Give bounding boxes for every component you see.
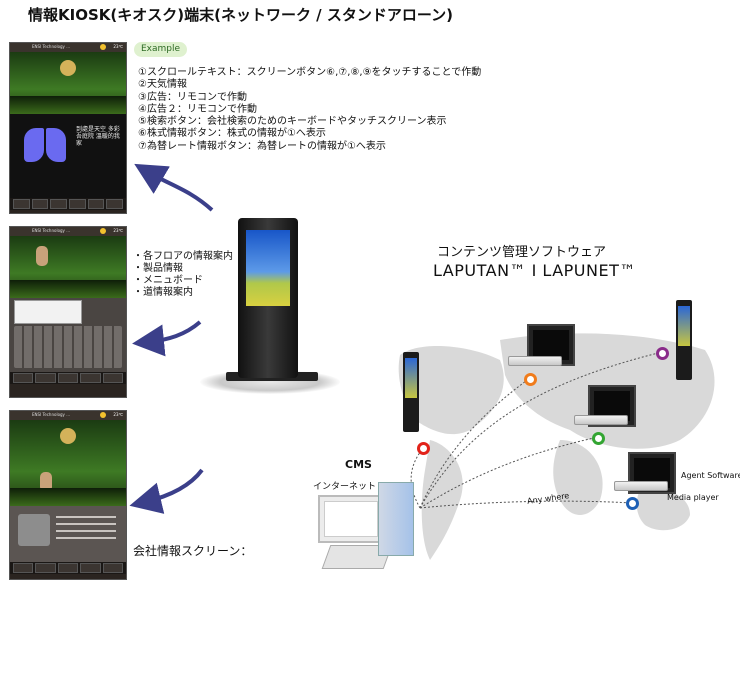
node-ring-icon [524, 373, 537, 386]
ad-banner [10, 52, 126, 114]
screen-button[interactable] [31, 199, 49, 209]
kiosk-screen-company: ENSI Technology ... 23℃ [9, 410, 127, 580]
cms-screen [324, 501, 378, 537]
media-player-label: Media player [667, 493, 719, 502]
company-info-panel [10, 506, 126, 562]
temperature: 23℃ [113, 412, 123, 417]
media-player-icon [614, 481, 668, 491]
arrow-icon [132, 320, 202, 357]
cms-heading: コンテンツ管理ソフトウェア [437, 245, 607, 260]
pc-tower-icon [378, 482, 414, 556]
weather-icon [100, 228, 106, 234]
logo-emblem [60, 60, 76, 76]
kiosk-screen-keyboard: ENSI Technology ... 23℃ [9, 226, 127, 398]
screen-buttons [10, 562, 126, 574]
ad-text: 到處是天空 多彩吾庭院 溫暖的我家 [76, 126, 120, 147]
screen-topbar: ENSI Technology ... 23℃ [10, 411, 126, 420]
screen-buttons [10, 198, 126, 210]
screen-topbar: ENSI Technology ... 23℃ [10, 43, 126, 52]
screen-button[interactable] [102, 563, 124, 573]
arrow-icon [129, 468, 204, 514]
feature-item: ・各フロアの情報案内 [133, 251, 233, 262]
weather-icon [100, 44, 106, 50]
city-skyline [10, 488, 126, 506]
internet-label: インターネット [313, 482, 377, 492]
temperature: 23℃ [113, 44, 123, 49]
page-title: 情報KIOSK(キオスク)端末(ネットワーク / スタンドアローン) [28, 6, 453, 24]
world-map [398, 333, 715, 560]
screen-button[interactable] [57, 373, 79, 383]
example-item: ④広告２：リモコンで作動 [138, 103, 257, 115]
example-item: ①スクロールテキスト：スクリーンボタン⑥,⑦,⑧,⑨をタッチすることで作動 [138, 67, 482, 78]
node-ring-icon [626, 497, 639, 510]
feature-list: ・各フロアの情報案内 ・製品情報 ・メニュボード ・道情報案内 [133, 251, 233, 299]
screen-button[interactable] [13, 199, 30, 209]
logo-emblem [60, 428, 76, 444]
ad-panel: 到處是天空 多彩吾庭院 溫暖的我家 [10, 114, 126, 198]
screen-buttons [10, 372, 126, 384]
search-keyboard [10, 298, 126, 372]
network-links [410, 351, 663, 509]
scroll-text: ENSI Technology ... [32, 412, 71, 417]
screen-button[interactable] [13, 563, 34, 573]
node-ring-icon [656, 347, 669, 360]
screen-topbar: ENSI Technology ... 23℃ [10, 227, 126, 236]
scroll-text: ENSI Technology ... [32, 228, 71, 233]
person-icon [40, 472, 52, 492]
network-kiosk-icon [403, 352, 419, 432]
ad-banner [10, 420, 126, 506]
screen-button[interactable] [35, 373, 56, 383]
city-skyline [10, 280, 126, 298]
agent-software-label: Agent Software [681, 471, 740, 480]
kiosk-stand [238, 218, 298, 378]
kiosk-display [246, 230, 290, 306]
ad-banner [10, 236, 126, 298]
cms-label: CMS [345, 458, 372, 471]
arrow-icon [134, 163, 214, 212]
screen-button[interactable] [80, 563, 101, 573]
screen-button[interactable] [102, 373, 124, 383]
media-player-icon [574, 415, 628, 425]
screen-button[interactable] [106, 199, 124, 209]
node-ring-icon [592, 432, 605, 445]
weather-icon [100, 412, 106, 418]
example-item: ⑦為替レート情報ボタン：為替レートの情報が①へ表示 [138, 140, 386, 152]
media-player-icon [508, 356, 562, 366]
temperature: 23℃ [113, 228, 123, 233]
feature-item: ・製品情報 [133, 263, 183, 274]
network-kiosk-icon [676, 300, 692, 380]
screen-button[interactable] [69, 199, 86, 209]
screen-button[interactable] [13, 373, 34, 383]
example-item: ②天気情報 [138, 79, 187, 91]
cms-products: LAPUTAN™ I LAPUNET™ [433, 261, 636, 280]
screen-button[interactable] [50, 199, 68, 209]
feature-item: ・道情報案内 [133, 287, 193, 298]
screen-button[interactable] [57, 563, 79, 573]
example-badge: Example [134, 42, 187, 57]
scroll-text: ENSI Technology ... [32, 44, 71, 49]
example-item: ⑥株式情報ボタン：株式の情報が①へ表示 [138, 128, 326, 140]
screen-button[interactable] [80, 373, 101, 383]
company-screen-label: 会社情報スクリーン： [133, 544, 253, 558]
kiosk-screen-example: ENSI Technology ... 23℃ 到處是天空 多彩吾庭院 溫暖的我… [9, 42, 127, 214]
example-item: ⑤検索ボタン：会社検索のためのキーボードやタッチスクリーン表示 [138, 116, 447, 128]
butterfly-icon [24, 128, 44, 162]
city-skyline [10, 96, 126, 114]
hand-icon [36, 246, 48, 266]
cms-monitor-icon [318, 495, 384, 543]
example-list: ①スクロールテキスト：スクリーンボタン⑥,⑦,⑧,⑨をタッチすることで作動 ②天… [138, 67, 481, 153]
screen-button[interactable] [87, 199, 105, 209]
company-details [56, 516, 116, 542]
company-list [14, 300, 82, 324]
node-ring-icon [417, 442, 430, 455]
keyboard-keys[interactable] [14, 326, 122, 368]
feature-item: ・メニュボード [133, 275, 203, 286]
screen-button[interactable] [35, 563, 56, 573]
company-logo-icon [18, 514, 50, 546]
example-item: ③広告：リモコンで作動 [138, 91, 247, 103]
